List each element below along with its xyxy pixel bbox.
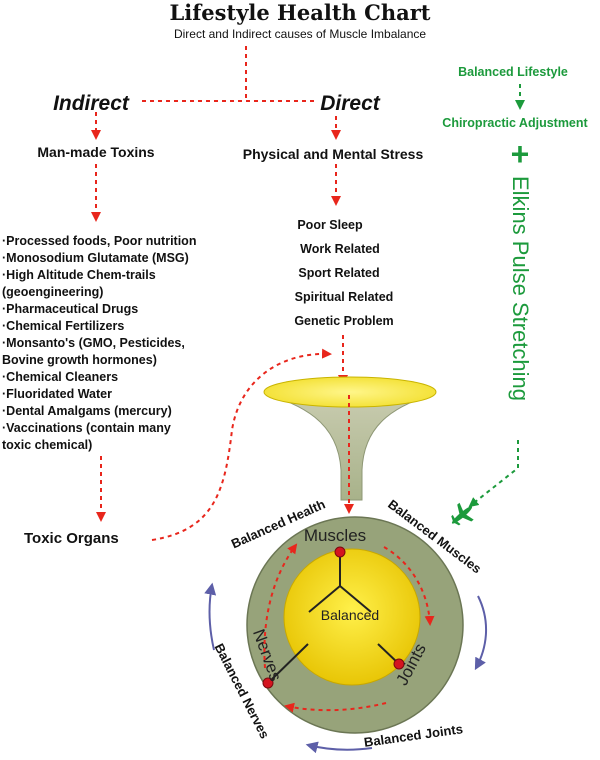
muscles-label: Muscles	[304, 526, 366, 545]
elkins-pulse-stretching-label: Elkins Pulse Stretching	[508, 176, 533, 401]
indirect-item: ·Fluoridated Water	[2, 387, 112, 401]
indirect-item: ·Chemical Cleaners	[2, 370, 118, 384]
chiropractic-label: Chiropractic Adjustment	[442, 116, 588, 130]
indirect-item: ·Dental Amalgams (mercury)	[2, 404, 172, 418]
plus-icon: +	[511, 136, 530, 172]
direct-items: Poor Sleep Work Related Sport Related Sp…	[294, 218, 393, 328]
chart-title: Lifestyle Health Chart	[170, 0, 431, 25]
balanced-lifestyle-label: Balanced Lifestyle	[458, 65, 568, 79]
indirect-label: Indirect	[53, 92, 130, 115]
direct-item: Spiritual Related	[295, 290, 394, 304]
indirect-item: toxic chemical)	[2, 438, 92, 452]
indirect-items: ·Processed foods, Poor nutrition ·Monoso…	[2, 234, 196, 452]
airplane-icon	[451, 502, 474, 526]
direct-item: Poor Sleep	[297, 218, 363, 232]
direct-item: Work Related	[300, 242, 380, 256]
indirect-item: ·Monosodium Glutamate (MSG)	[2, 251, 189, 265]
indirect-item: ·Monsanto's (GMO, Pesticides,	[2, 336, 185, 350]
indirect-item: ·Chemical Fertilizers	[2, 319, 124, 333]
spoke-dots	[262, 546, 405, 689]
chart-subtitle: Direct and Indirect causes of Muscle Imb…	[174, 27, 426, 41]
top-connectors	[91, 46, 341, 222]
balanced-center-label: Balanced	[321, 607, 379, 623]
lower-connectors	[96, 335, 348, 541]
indirect-item: ·Processed foods, Poor nutrition	[2, 234, 196, 248]
indirect-cause: Man-made Toxins	[37, 144, 154, 160]
cycle-arrows	[263, 543, 435, 713]
toxic-organs-label: Toxic Organs	[24, 530, 119, 547]
indirect-item: ·Pharmaceutical Drugs	[2, 302, 138, 316]
indirect-item: Bovine growth hormones)	[2, 353, 157, 367]
indirect-item: ·Vaccinations (contain many	[2, 421, 171, 435]
direct-item: Genetic Problem	[294, 314, 393, 328]
indirect-item: (geoengineering)	[2, 285, 103, 299]
indirect-item: ·High Altitude Chem-trails	[2, 268, 156, 282]
direct-item: Sport Related	[298, 266, 379, 280]
ring-arrows	[204, 582, 488, 754]
direct-cause: Physical and Mental Stress	[243, 146, 424, 162]
green-dashed-arrow	[468, 440, 519, 508]
direct-label: Direct	[320, 92, 381, 115]
